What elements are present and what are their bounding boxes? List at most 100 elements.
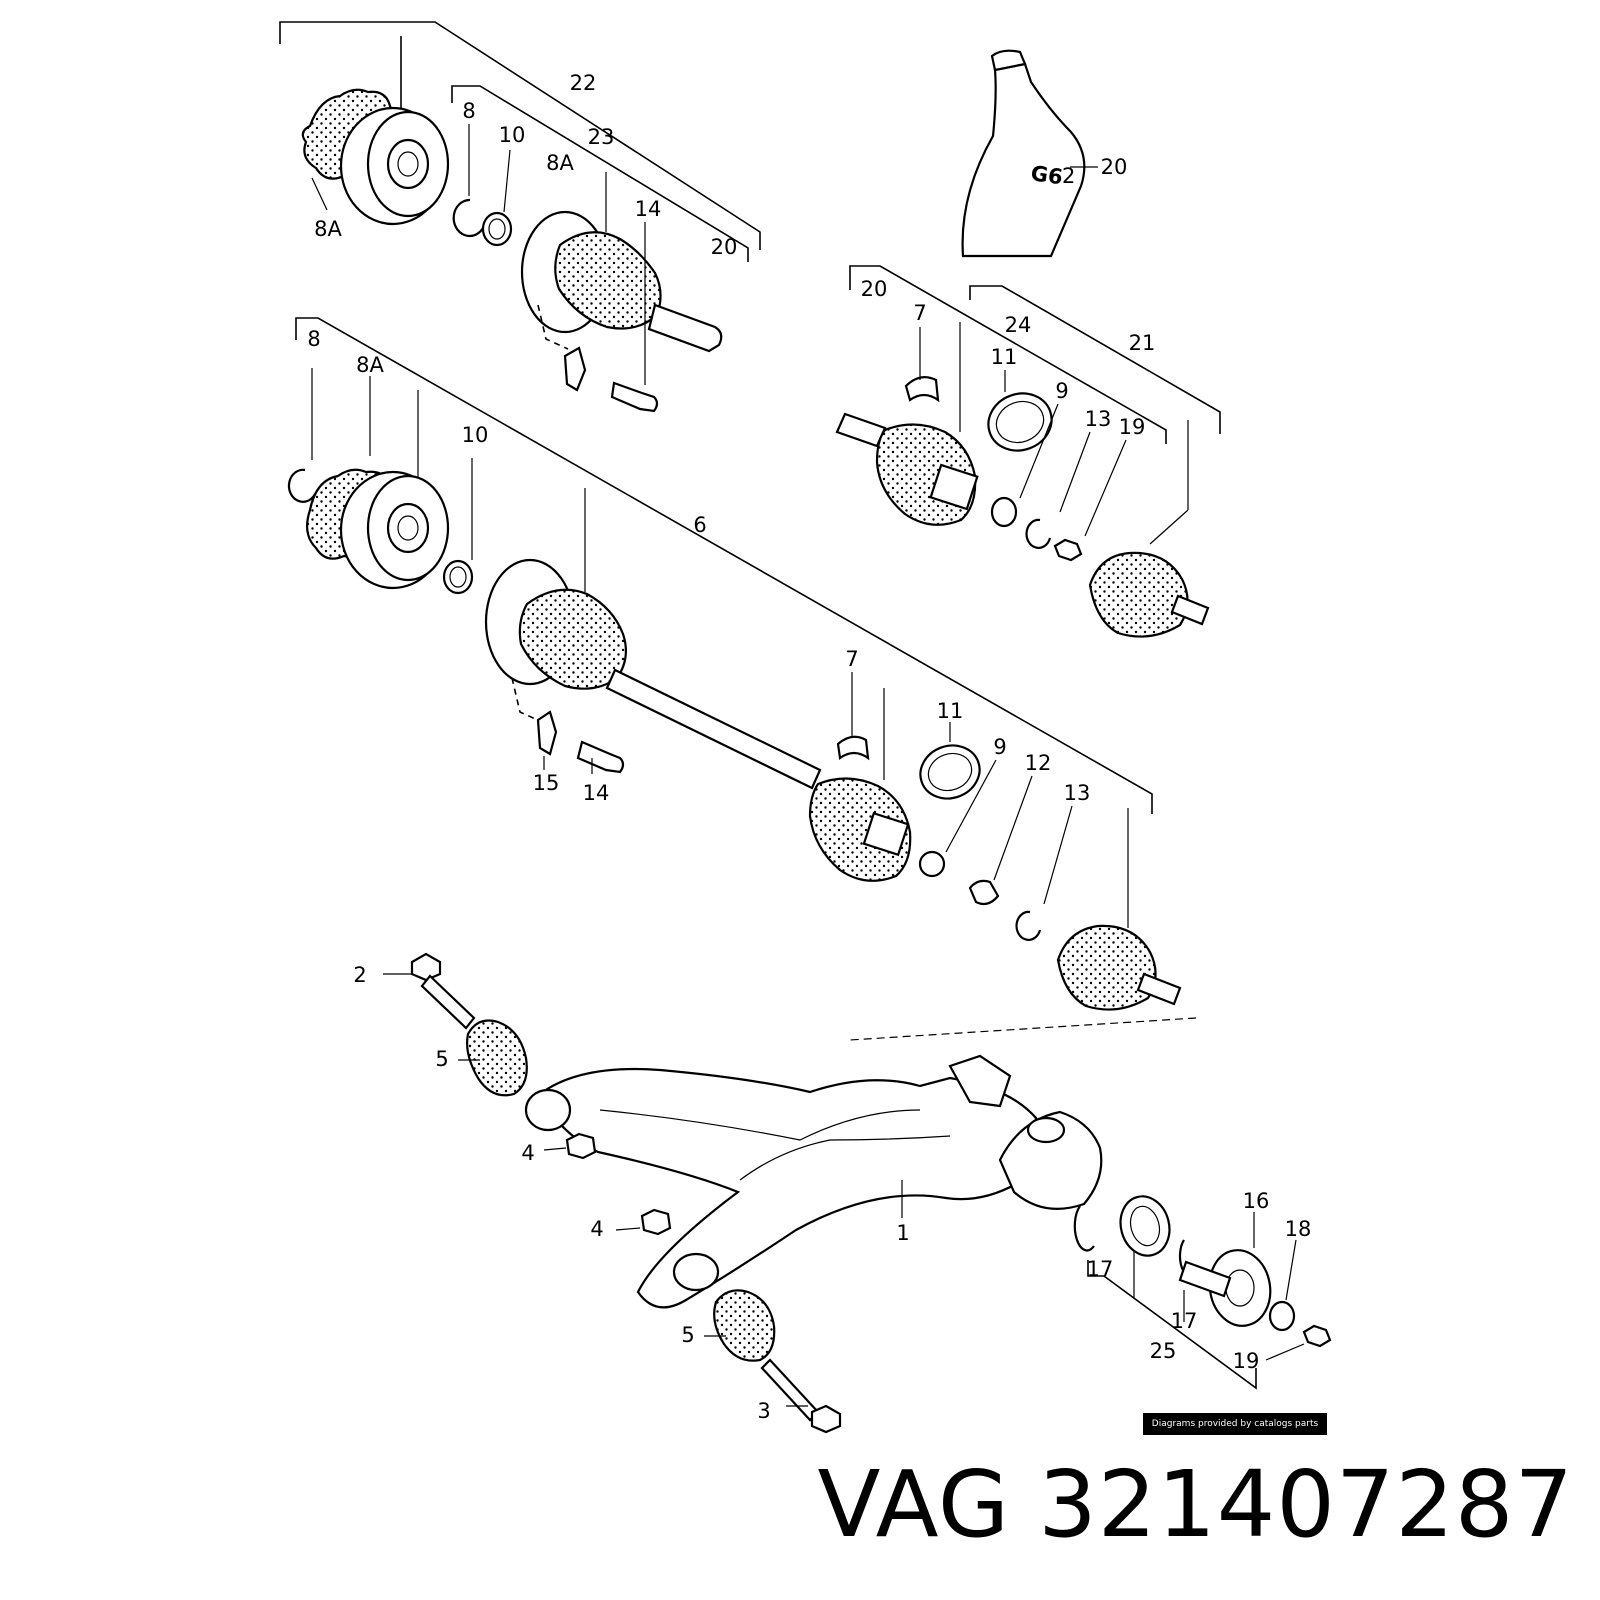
bush-upper — [466, 1019, 528, 1097]
arm-bush-eye-lower — [672, 1252, 720, 1292]
callout-c12: 12 — [1025, 751, 1052, 775]
tube-subscript: 2 — [1062, 164, 1075, 188]
callout-c17a: 17 — [1087, 1257, 1114, 1281]
boot-mid-outer — [808, 777, 912, 882]
part-number: 321407287 — [1038, 1451, 1574, 1558]
clamp-ring — [987, 392, 1053, 452]
callout-c19b: 19 — [1233, 1349, 1260, 1373]
circlip-17a — [1073, 1205, 1095, 1252]
upper-driveshaft-assembly — [279, 21, 761, 413]
grease-tube: G6 2 — [961, 49, 1098, 258]
callout-c15: 15 — [533, 771, 560, 795]
callout-c23: 23 — [588, 125, 615, 149]
bracket-25 — [1087, 1260, 1257, 1390]
spline — [929, 463, 979, 511]
bracket-6 — [295, 317, 1153, 814]
callout-c25: 25 — [1150, 1339, 1177, 1363]
shaft-tube — [605, 668, 822, 790]
brand-name: VAG — [817, 1451, 1011, 1558]
callout-c20a: 20 — [1101, 155, 1128, 179]
callout-c22: 22 — [570, 71, 597, 95]
stub-spline — [1170, 594, 1210, 626]
callout-c7b: 7 — [845, 647, 858, 671]
callout-c19a: 19 — [1119, 415, 1146, 439]
callout-c5b: 5 — [681, 1323, 694, 1347]
bolt-mid — [576, 740, 625, 774]
callout-c18: 18 — [1285, 1217, 1312, 1241]
callout-c9b: 9 — [993, 735, 1006, 759]
callout-c3: 3 — [757, 1399, 770, 1423]
arm-bush-eye-upper — [524, 1088, 572, 1132]
circlip-left — [287, 468, 316, 503]
clamp — [904, 375, 940, 403]
lock-plate — [563, 346, 587, 392]
callout-c5a: 5 — [435, 1047, 448, 1071]
outer-joint-assembly — [835, 265, 1221, 638]
nut-4-upper — [565, 1132, 597, 1160]
bolt-3-shank — [760, 1358, 820, 1422]
callout-c8b: 8 — [307, 327, 320, 351]
callout-c2: 2 — [353, 963, 366, 987]
callout-c7a: 7 — [913, 301, 926, 325]
circlip — [452, 198, 486, 238]
washer — [481, 211, 513, 247]
circlip-upper — [1025, 518, 1052, 549]
callout-c20b: 20 — [861, 277, 888, 301]
callout-c1: 1 — [896, 1221, 909, 1245]
callout-c13b: 13 — [1064, 781, 1091, 805]
bush-lower — [713, 1289, 776, 1362]
trailing-arm-assembly — [383, 952, 1332, 1434]
clamp-ring-mid — [919, 744, 981, 800]
hub-nut — [1302, 1324, 1332, 1348]
callout-c24: 24 — [1005, 313, 1032, 337]
lock-plate-mid — [536, 710, 558, 756]
callout-c8Ab: 8A — [546, 151, 574, 175]
clamp-mid — [836, 735, 870, 761]
circlip-mid — [1015, 910, 1042, 941]
callout-c20c: 20 — [711, 235, 738, 259]
bolt-2-head — [410, 952, 442, 982]
wheel-bearing — [1119, 1195, 1171, 1257]
bracket-20 — [849, 265, 1167, 444]
wheel-hub — [1208, 1249, 1272, 1327]
bracket-22 — [279, 21, 761, 250]
tube-print: G6 — [1029, 161, 1064, 189]
outer-cv-joint — [1088, 551, 1189, 638]
callout-c10a: 10 — [499, 123, 526, 147]
trailing-arm — [538, 1067, 1038, 1309]
arm-bracket — [948, 1054, 1012, 1108]
thrust-washer — [1268, 1300, 1296, 1332]
bracket-23 — [451, 85, 749, 262]
outer-cv-joint-mid — [1056, 924, 1157, 1011]
bolt — [610, 381, 659, 413]
tube-body — [961, 62, 1086, 258]
callout-labels: 1234455677888A8A8A9910101111121313141415… — [307, 71, 1311, 1423]
callout-c4b: 4 — [590, 1217, 603, 1241]
bracket-21 — [969, 285, 1221, 434]
shaft-end — [647, 303, 723, 353]
callout-c17b: 17 — [1171, 1309, 1198, 1333]
callout-c6: 6 — [693, 513, 706, 537]
bolt-2-shank — [420, 974, 476, 1030]
nut — [1053, 538, 1083, 562]
washer-left — [442, 559, 474, 595]
callout-c13a: 13 — [1085, 407, 1112, 431]
callout-c16: 16 — [1243, 1189, 1270, 1213]
callout-c8a: 8 — [462, 99, 475, 123]
callout-c4a: 4 — [521, 1141, 534, 1165]
bolt-3-head — [810, 1404, 842, 1434]
callout-c14a: 14 — [635, 197, 662, 221]
diagram-credit-badge: Diagrams provided by catalogs parts — [1143, 1413, 1327, 1435]
nut-4-lower — [640, 1208, 672, 1236]
callout-c14b: 14 — [583, 781, 610, 805]
callout-c10b: 10 — [462, 423, 489, 447]
main-driveshaft — [287, 317, 1197, 1041]
callout-c21: 21 — [1129, 331, 1156, 355]
callout-c11b: 11 — [937, 699, 964, 723]
callout-c8Aa: 8A — [314, 217, 342, 241]
callout-c9a: 9 — [1055, 379, 1068, 403]
dish-washer — [990, 496, 1018, 528]
